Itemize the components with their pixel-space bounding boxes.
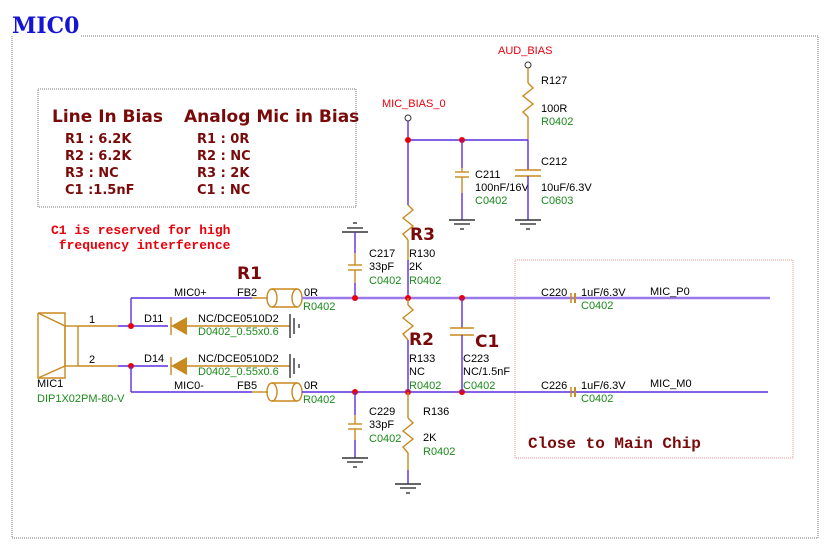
r127-value: 100R [541, 103, 567, 115]
bias-col1-row: C1 :1.5nF [65, 183, 134, 198]
resistor-r127 [521, 82, 535, 140]
main-chip-zone [514, 259, 794, 459]
ground-icon [289, 314, 300, 338]
c223-value: NC/1.5nF [463, 366, 510, 378]
net-mic-p0: MIC_P0 [650, 286, 690, 298]
c212-pkg: C0603 [541, 195, 573, 207]
ground-icon [342, 457, 368, 468]
c223-ref: C223 [463, 353, 489, 365]
c212-ref: C212 [541, 156, 567, 168]
resistor-r130 [401, 204, 415, 241]
fb5-pkg: R0402 [303, 394, 335, 406]
c217-value: 33pF [369, 261, 394, 273]
r136-ref: R136 [423, 406, 449, 418]
c211-pkg: C0402 [475, 195, 507, 207]
d14-value: NC/DCE0510D2 [198, 353, 279, 365]
c217-pkg: C0402 [369, 275, 401, 287]
ferrite-bead-fb2 [266, 288, 303, 308]
bias-col2-row: R1 : 0R [197, 132, 249, 147]
close-to-main-chip-label: Close to Main Chip [528, 435, 701, 453]
fb5-value: 0R [304, 380, 318, 392]
bias-col1-row: R1 : 6.2K [65, 132, 132, 147]
c223-pkg: C0402 [463, 380, 495, 392]
c220-ref: C220 [541, 287, 567, 299]
sheet-title: MIC0 [12, 13, 79, 39]
bias-col1-header: Line In Bias [52, 107, 163, 127]
net-mic-bias: MIC_BIAS_0 [382, 98, 446, 110]
fb2-ref: FB2 [237, 287, 257, 299]
bias-table-box [37, 88, 357, 208]
c229-pkg: C0402 [369, 433, 401, 445]
bias-col1-row: R3 : NC [65, 166, 119, 181]
d11-value: NC/DCE0510D2 [198, 313, 279, 325]
c226-pkg: C0402 [581, 393, 613, 405]
diode-d11 [170, 317, 290, 335]
ground-icon [395, 483, 421, 494]
r130-pkg: R0402 [409, 275, 441, 287]
net-mic0p: MIC0+ [174, 287, 207, 299]
c220-value: 1uF/6.3V [581, 287, 626, 299]
ground-icon [289, 354, 300, 378]
r133-pkg: R0402 [409, 380, 441, 392]
fb5-ref: FB5 [237, 380, 257, 392]
c229-value: 33pF [369, 419, 394, 431]
ground-icon [515, 219, 541, 230]
callout-r3: R3 [410, 225, 435, 245]
ground-icon [342, 222, 368, 233]
fb2-pkg: R0402 [303, 301, 335, 313]
d11-ref: D11 [144, 313, 163, 325]
c226-value: 1uF/6.3V [581, 380, 626, 392]
r127-pkg: R0402 [541, 116, 573, 128]
bias-col2-row: C1 : NC [197, 183, 250, 198]
r127-ref: R127 [541, 75, 567, 87]
note-line-1: C1 is reserved for high [51, 223, 231, 238]
c211-ref: C211 [475, 169, 500, 181]
ferrite-bead-fb5 [266, 382, 303, 402]
bias-col2-row: R2 : NC [197, 149, 251, 164]
resistor-r133 [401, 304, 415, 341]
r136-pkg: R0402 [423, 446, 455, 458]
mic1-pkg: DIP1X02PM-80-V [37, 393, 125, 405]
r133-ref: R133 [409, 353, 435, 365]
c229-ref: C229 [369, 406, 395, 418]
bias-col2-row: R3 : 2K [197, 166, 250, 181]
c226-ref: C226 [541, 380, 567, 392]
d14-ref: D14 [144, 353, 164, 365]
r136-value: 2K [423, 432, 437, 444]
mic1-pin1: 1 [89, 314, 95, 326]
c212-value: 10uF/6.3V [541, 182, 592, 194]
net-mic0m: MIC0- [174, 380, 204, 392]
c220-pkg: C0402 [581, 300, 613, 312]
net-aud-bias: AUD_BIAS [498, 45, 552, 57]
sheet-frame [11, 35, 819, 539]
r130-ref: R130 [409, 248, 435, 260]
resistor-r136 [401, 417, 415, 470]
ground-icon [449, 219, 475, 230]
callout-r2: R2 [409, 330, 434, 350]
diode-d14 [170, 357, 290, 375]
callout-r1: R1 [237, 264, 262, 284]
d11-pkg: D0402_0.55x0.6 [198, 326, 279, 338]
junction [128, 323, 134, 329]
c217-ref: C217 [369, 248, 395, 260]
bias-col1-row: R2 : 6.2K [65, 149, 132, 164]
r133-value: NC [409, 366, 425, 378]
mic1-pin2: 2 [89, 354, 95, 366]
microphone-connector-mic1 [37, 312, 79, 379]
aud-bias-port [524, 61, 532, 69]
junction [352, 295, 358, 301]
r130-value: 2K [409, 261, 423, 273]
junction [405, 137, 411, 143]
c211-value: 100nF/16V [475, 182, 529, 194]
d14-pkg: D0402_0.55x0.6 [198, 366, 279, 378]
mic-bias-port [404, 114, 412, 122]
callout-c1: C1 [475, 332, 499, 352]
note-line-2: frequency interference [51, 238, 231, 253]
fb2-value: 0R [304, 287, 318, 299]
bias-col2-header: Analog Mic in Bias [184, 107, 359, 127]
mic1-ref: MIC1 [37, 378, 63, 390]
net-mic-m0: MIC_M0 [650, 378, 692, 390]
